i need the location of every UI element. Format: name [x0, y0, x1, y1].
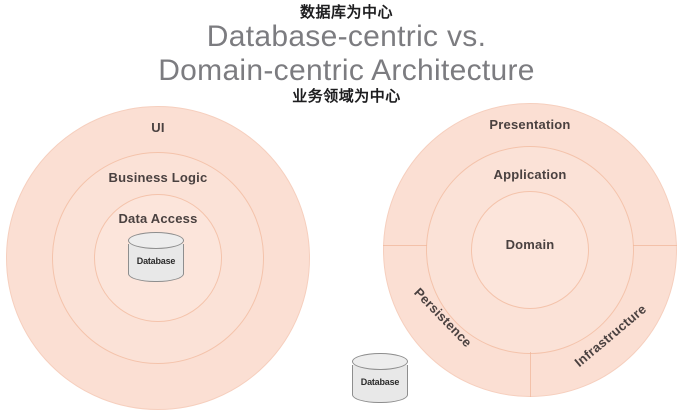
cylinder-top-ellipse — [128, 232, 184, 249]
cylinder-body — [352, 365, 408, 403]
left-ring-business-logic-label: Business Logic — [108, 170, 208, 185]
right-ring-domain-label: Domain — [505, 237, 555, 252]
page-title: Database-centric vs. Domain-centric Arch… — [0, 20, 693, 87]
left-ring-data-access-label: Data Access — [118, 211, 198, 226]
left-database-cylinder[interactable]: Database — [128, 232, 184, 282]
annotation-domain-centric-cn: 业务领域为中心 — [292, 88, 401, 105]
bottom-database-cylinder[interactable]: Database — [352, 353, 408, 403]
bottom-database-cylinder-label: Database — [360, 377, 400, 387]
left-ring-business-logic[interactable] — [52, 152, 264, 364]
right-ring-application-label: Application — [493, 167, 567, 182]
left-database-cylinder-label: Database — [136, 256, 176, 266]
right-ring-domain[interactable] — [471, 191, 589, 309]
cylinder-body — [128, 244, 184, 282]
divider-left-horizontal — [383, 245, 427, 246]
divider-bottom-vertical — [530, 352, 531, 397]
left-ring-ui-label: UI — [151, 120, 165, 135]
divider-right-horizontal — [633, 245, 677, 246]
page-title-line-1: Database-centric vs. — [206, 20, 487, 53]
annotation-database-centric-cn: 数据库为中心 — [299, 4, 393, 21]
right-ring-presentation-label: Presentation — [489, 117, 571, 132]
page-title-line-2: Domain-centric Architecture — [158, 53, 535, 87]
cylinder-top-ellipse — [352, 353, 408, 370]
